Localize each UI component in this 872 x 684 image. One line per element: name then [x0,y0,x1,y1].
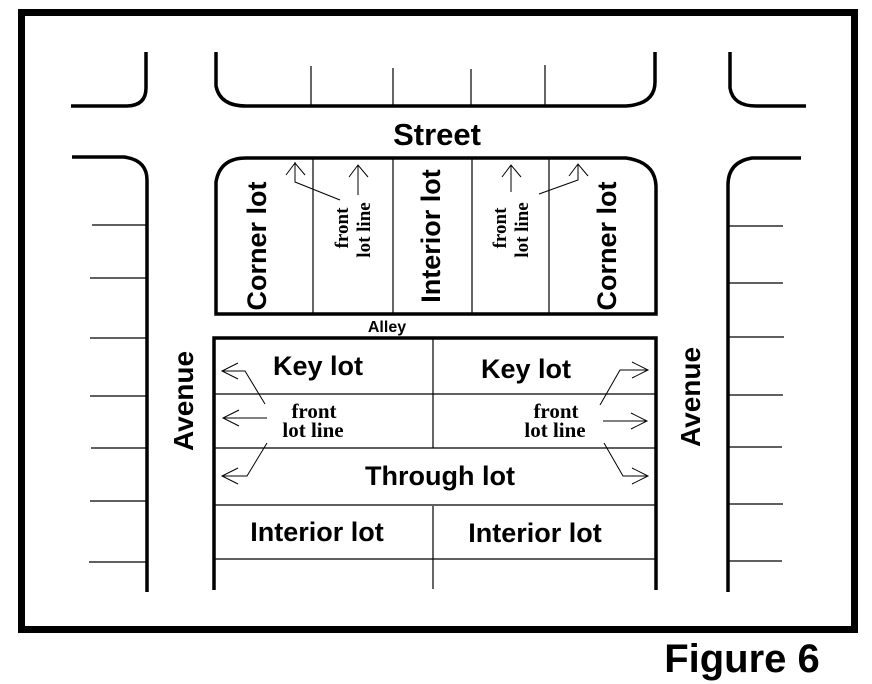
arrow-head-right-icon [630,412,649,430]
arrow-head-up-icon [501,164,522,178]
curb-right-avenue [726,156,801,592]
right-avenue-lot-lines [728,225,784,562]
interior-lot-upper-label: Interior lot [416,169,446,303]
arrow-leader [223,370,266,405]
interior-lot-right-label: Interior lot [468,518,602,548]
lower-right-arrows [599,361,650,485]
arrow-head-left-icon [220,467,239,485]
alley-label: Alley [368,319,406,336]
front-lot-line-lower-right-line2: lot line [524,418,585,442]
arrow-leader [223,442,268,477]
arrow-head-up-icon [568,163,589,177]
upper-block-outline [214,156,658,316]
key-lot-right-label: Key lot [481,354,571,384]
front-lot-line-upper-left-line1: front [332,207,353,248]
corner-lot-left-label: Corner lot [242,181,272,310]
lower-block-outline [212,336,658,590]
arrow-head-left-icon [220,362,239,380]
front-lot-line-upper-right-line1: front [490,207,511,248]
front-lot-line-lower-left-line2: lot line [282,418,343,442]
corner-lot-right-label: Corner lot [592,181,622,310]
north-block-edge [214,52,657,108]
arrow-leader [599,369,647,406]
front-lot-line-lower-right-line1: front [533,399,578,423]
front-lot-line-upper-left-line2: lot line [354,202,375,257]
front-lot-line-upper-right-line2: lot line [512,202,533,257]
left-avenue-lot-lines [89,224,147,563]
diagram-frame [18,9,858,633]
curb-top-left [71,52,148,108]
arrow-leader [538,165,579,195]
avenue-right-label: Avenue [675,347,706,447]
street-label: Street [393,117,481,152]
arrow-head-right-icon [631,467,650,485]
upper-right-arrows [501,163,589,195]
interior-lot-left-label: Interior lot [250,517,384,547]
avenue-left-label: Avenue [168,351,199,451]
key-lot-left-label: Key lot [273,351,363,381]
front-lot-line-lower-left-line1: front [291,399,336,423]
curb-top-right [728,52,806,108]
through-lot-label: Through lot [365,461,515,491]
arrow-leader [603,442,647,477]
arrow-leader [294,162,341,201]
upper-left-arrows [285,162,369,201]
arrow-head-up-icon [348,164,369,178]
curb-left-avenue [72,155,149,592]
lower-left-arrows [220,362,268,485]
arrow-head-right-icon [631,361,650,379]
figure-label: Figure 6 [664,637,820,681]
arrow-head-up-icon [285,162,306,176]
arrow-head-left-icon [221,409,240,427]
